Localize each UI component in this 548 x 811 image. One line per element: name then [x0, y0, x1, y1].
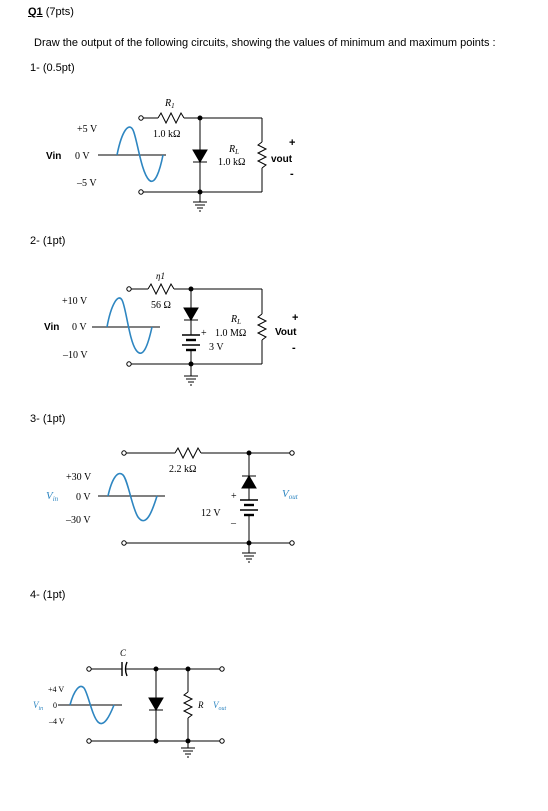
c2-r1-name: ƞ1	[156, 271, 165, 281]
circuit-1	[98, 111, 268, 212]
ground-symbol-4	[181, 747, 195, 758]
c3-vout-label: Vout	[282, 488, 299, 501]
instruction-text: Draw the output of the following circuit…	[34, 37, 496, 49]
question-points: (7pts)	[45, 6, 74, 18]
part-3-label: 3- (1pt)	[30, 413, 66, 425]
ground-symbol-3	[242, 552, 256, 563]
resistor-rl-2	[256, 313, 268, 341]
part-1-label: 1- (0.5pt)	[30, 62, 75, 74]
diode-4	[148, 697, 164, 711]
question-number: Q1	[28, 6, 43, 18]
c1-vout-label: vout	[271, 154, 293, 165]
resistor-r1-1	[157, 111, 185, 125]
c2-vout-label: Vout	[275, 327, 297, 338]
c2-r1-value: 56 Ω	[151, 300, 171, 311]
c2-vin-label: Vin	[44, 322, 59, 333]
c4-cap-label: C	[120, 648, 127, 658]
c3-batt-minus: –	[230, 518, 237, 529]
c1-plus-sign: +	[289, 137, 295, 149]
c1-r1-name: R1	[164, 98, 175, 110]
c2-batt-plus: +	[201, 328, 207, 339]
c1-vin-label: Vin	[46, 151, 61, 162]
c2-vmax-label: +10 V	[62, 296, 88, 307]
c1-vmax-label: +5 V	[77, 124, 98, 135]
diode-1	[192, 149, 208, 163]
diode-2	[183, 307, 199, 321]
resistor-rl-1	[256, 141, 268, 169]
c1-rl-name: RL	[228, 144, 239, 156]
c2-rl-name: RL	[230, 314, 241, 326]
battery-2	[182, 334, 200, 352]
resistor-4	[182, 691, 194, 719]
circuit-3	[98, 446, 295, 563]
resistor-r1-2	[147, 282, 175, 296]
c4-vzero-label: 0	[53, 701, 57, 710]
circuit-4	[58, 661, 225, 758]
ground-symbol-1	[193, 201, 207, 212]
question-title: Q1 (7pts)	[28, 6, 74, 18]
c4-vin-label: Vin	[33, 700, 43, 712]
c3-batt-plus: +	[231, 491, 237, 502]
c3-vzero-label: 0 V	[76, 492, 91, 503]
capacitor-4	[121, 661, 128, 677]
c4-r-label: R	[197, 700, 204, 710]
input-wave-1	[116, 126, 164, 183]
c1-vmin-label: –5 V	[76, 178, 97, 189]
input-wave-2	[106, 297, 153, 354]
c4-vout-label: Vout	[213, 700, 227, 712]
c1-rl-value: 1.0 kΩ	[218, 157, 245, 168]
c3-battery-value: 12 V	[201, 508, 221, 519]
c4-vmax-label: +4 V	[48, 685, 64, 694]
c3-vmax-label: +30 V	[66, 472, 92, 483]
c3-r-value: 2.2 kΩ	[169, 464, 196, 475]
c2-vmin-label: –10 V	[62, 350, 88, 361]
c2-plus-sign: +	[292, 312, 298, 324]
c4-vmin-label: –4 V	[48, 717, 65, 726]
c2-minus-sign: -	[292, 342, 296, 354]
c2-battery-value: 3 V	[209, 342, 224, 353]
c1-minus-sign: -	[290, 168, 294, 180]
c2-rl-value: 1.0 MΩ	[215, 328, 246, 339]
input-wave-3	[107, 472, 158, 522]
part-2-label: 2- (1pt)	[30, 235, 66, 247]
c1-vzero-label: 0 V	[75, 151, 90, 162]
ground-symbol-2	[184, 375, 198, 386]
part-4-label: 4- (1pt)	[30, 589, 66, 601]
diode-3	[241, 475, 257, 489]
input-wave-4	[69, 685, 115, 725]
circuit-2	[92, 282, 268, 386]
c2-vzero-label: 0 V	[72, 322, 87, 333]
c1-r1-value: 1.0 kΩ	[153, 129, 180, 140]
c3-vmin-label: –30 V	[65, 515, 91, 526]
battery-3	[240, 499, 258, 517]
c3-vin-label: Vin	[46, 490, 59, 503]
resistor-3	[174, 446, 202, 460]
